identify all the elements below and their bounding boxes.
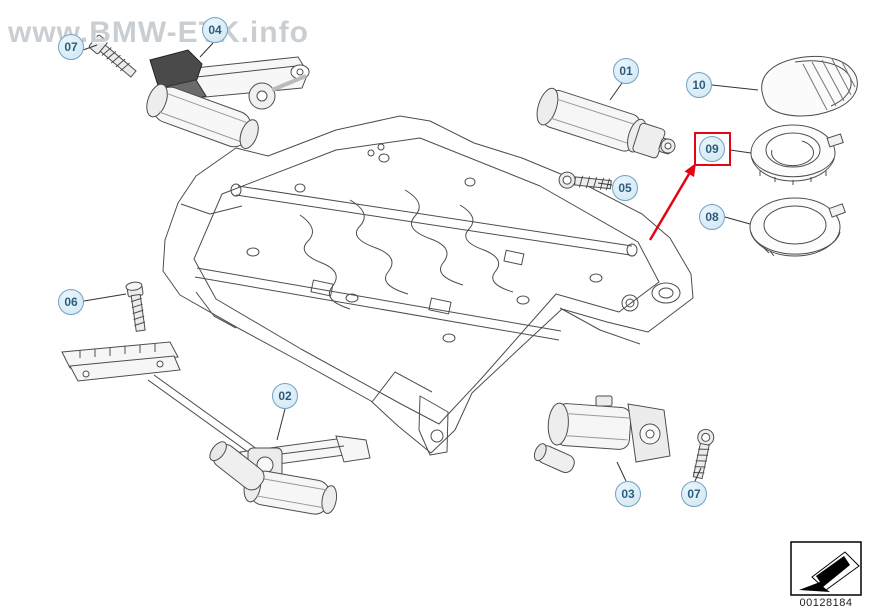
screw-07-top [88,34,137,78]
screw-06 [125,281,146,332]
callout-label: 06 [64,295,78,309]
callout-07-top[interactable]: 07 [58,34,84,60]
callout-07-bottom[interactable]: 07 [681,481,707,507]
callout-label: 01 [619,64,633,78]
ring-08 [749,197,846,257]
motor-01 [536,87,676,159]
callout-label: 07 [64,40,78,54]
callout-label: 08 [705,210,719,224]
callout-03[interactable]: 03 [615,481,641,507]
callout-label: 05 [618,181,632,195]
callout-05[interactable]: 05 [612,175,638,201]
watermark: www.BMW-ETK.info [8,16,309,49]
callout-04[interactable]: 04 [202,17,228,43]
motor-02-assembly [61,341,371,515]
callout-label: 03 [621,487,635,501]
screw-05 [558,171,612,191]
callout-06[interactable]: 06 [58,289,84,315]
callout-label: 10 [692,78,706,92]
cover-09 [750,124,844,185]
leader-lines [82,42,759,482]
motor-04-drive [146,49,310,149]
seat-frame [162,115,694,456]
callout-label: 09 [705,142,719,156]
callout-02[interactable]: 02 [272,383,298,409]
cover-10 [761,55,858,117]
diagram-number: 00128184 [799,597,853,609]
pointer-arrow [648,163,696,241]
screw-07-bottom [692,428,715,480]
direction-arrow-icon [790,541,862,596]
motor-03 [533,395,671,473]
callout-label: 07 [687,487,701,501]
highlight-box-09 [694,132,731,166]
callout-10[interactable]: 10 [686,72,712,98]
callout-label: 04 [208,23,222,37]
callout-01[interactable]: 01 [613,58,639,84]
callout-label: 02 [278,389,292,403]
callout-08[interactable]: 08 [699,204,725,230]
callout-09[interactable]: 09 [699,136,725,162]
